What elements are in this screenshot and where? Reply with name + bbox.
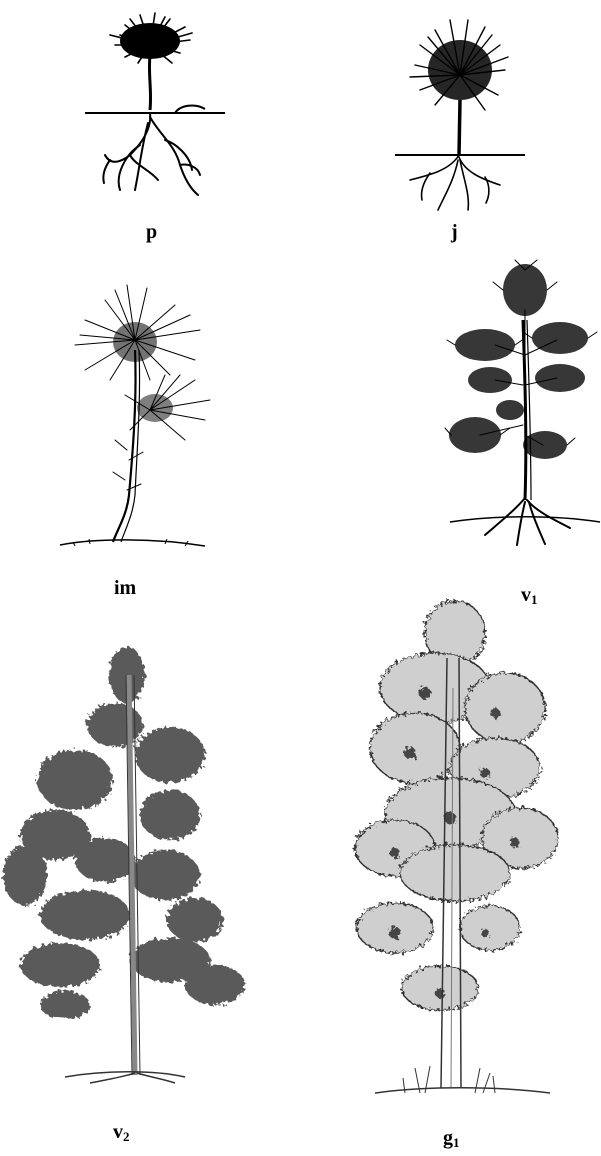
stage-label-v2: v2 bbox=[113, 1122, 130, 1142]
seedling-p-illustration bbox=[80, 5, 230, 210]
virginile-v1-illustration bbox=[445, 260, 601, 550]
immature-im-illustration bbox=[55, 280, 215, 560]
stage-label-g1: g1 bbox=[443, 1128, 460, 1148]
generative-g1-illustration bbox=[355, 598, 565, 1103]
stage-label-j: j bbox=[451, 222, 458, 242]
stage-label-im: im bbox=[114, 578, 136, 598]
virginile-v2-illustration bbox=[5, 645, 245, 1090]
stage-label-p: p bbox=[146, 222, 157, 242]
juvenile-j-illustration bbox=[390, 15, 530, 215]
